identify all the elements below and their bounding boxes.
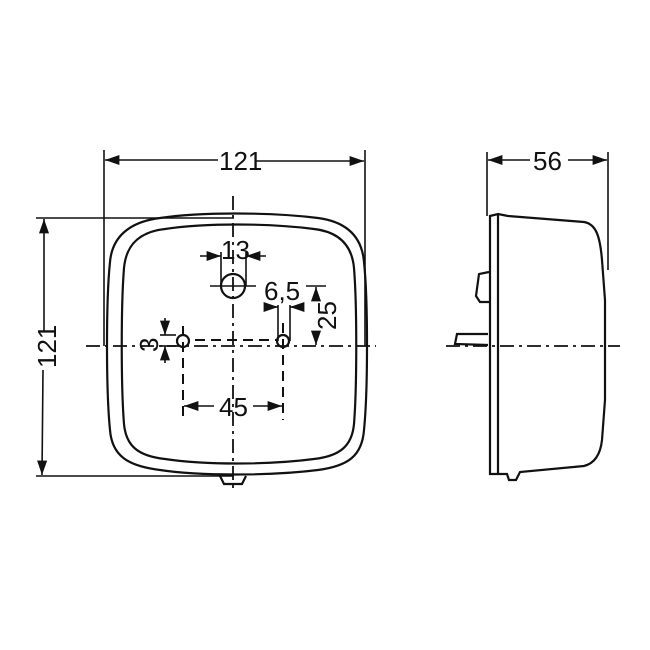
dimension-center-hole-diameter: 13 <box>200 235 266 286</box>
housing-outer-outline <box>105 212 369 476</box>
front-view: 13 6,5 25 3 45 <box>32 146 376 492</box>
housing-inner-outline <box>120 223 358 465</box>
label-height-121: 121 <box>32 325 62 368</box>
label-13: 13 <box>221 235 250 265</box>
label-3: 3 <box>134 338 164 352</box>
side-body-outline <box>488 212 607 482</box>
dimension-mount-hole-offset: 3 <box>134 318 176 363</box>
dimension-height: 121 <box>32 217 234 477</box>
bottom-tab <box>219 475 247 486</box>
label-width-121: 121 <box>219 146 262 176</box>
dimension-mount-hole-diameter: 6,5 <box>263 276 305 341</box>
side-connector-pin <box>453 332 489 347</box>
label-25: 25 <box>312 301 342 330</box>
dimension-depth: 56 <box>486 146 609 270</box>
label-45: 45 <box>219 392 248 422</box>
side-view: 56 <box>446 146 620 482</box>
label-6-5: 6,5 <box>264 276 300 306</box>
dimension-width: 121 <box>103 146 366 346</box>
dimension-mount-hole-spacing: 45 <box>184 392 282 422</box>
side-upper-nub <box>474 270 490 304</box>
dimension-vertical-offset: 25 <box>306 285 342 345</box>
label-56: 56 <box>533 146 562 176</box>
